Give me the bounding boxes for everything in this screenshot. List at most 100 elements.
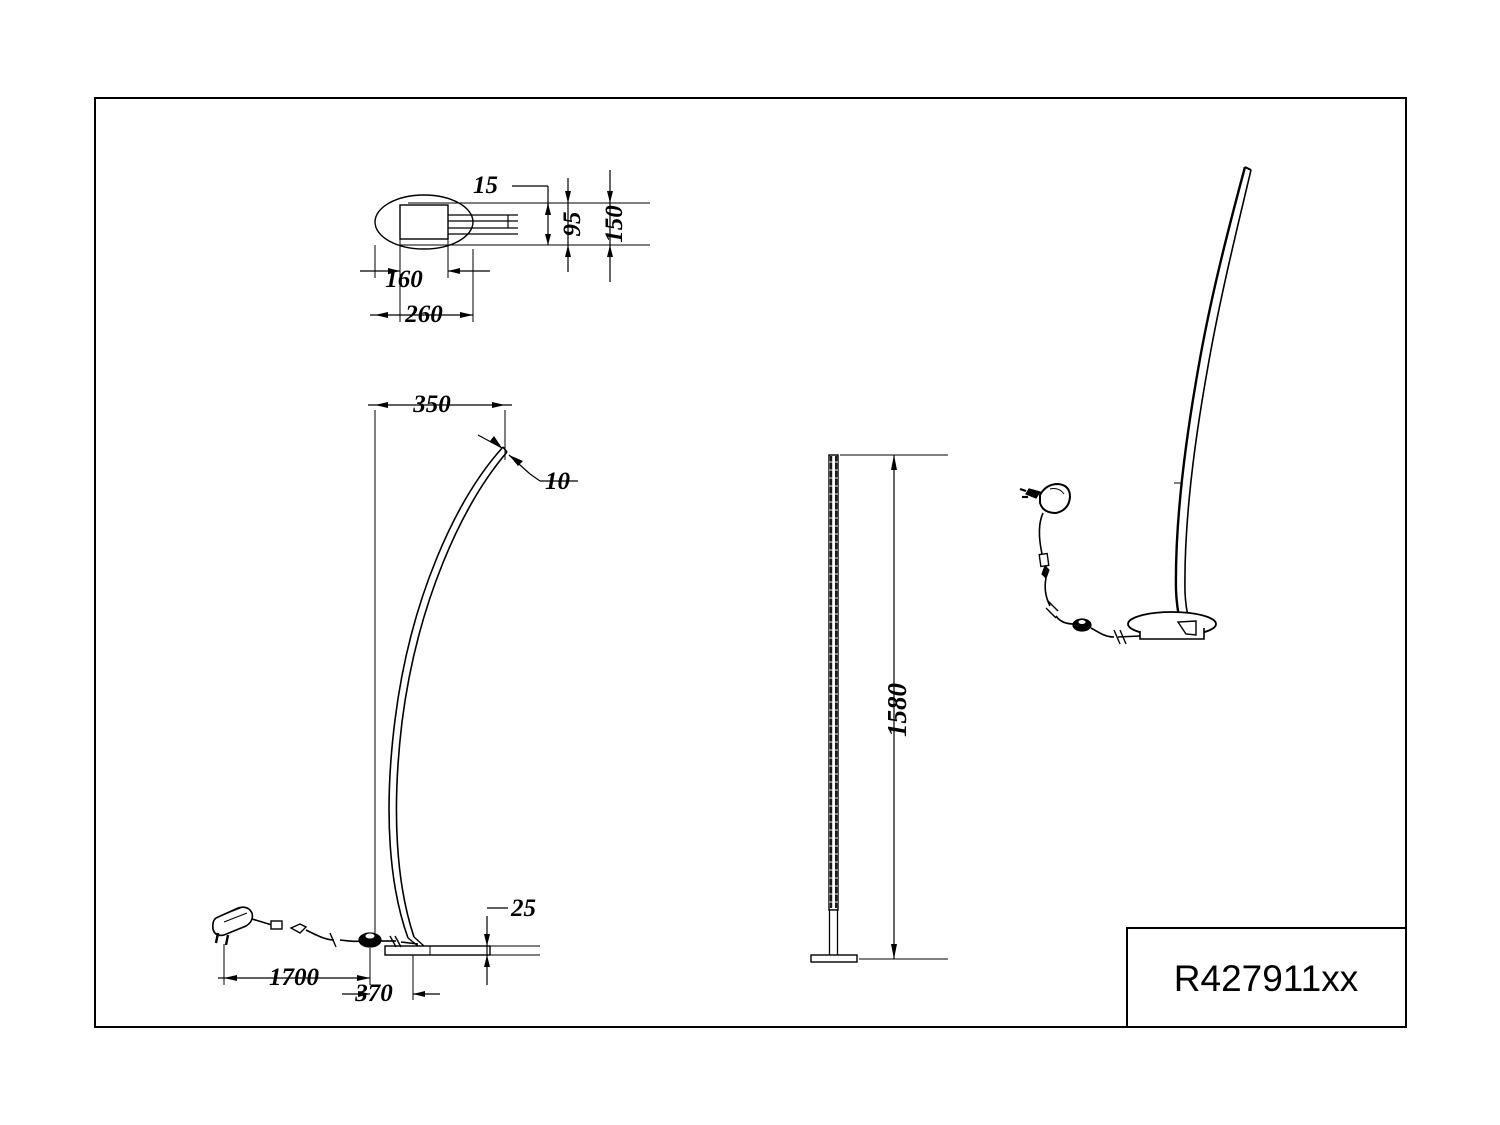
perspective-dimmer-switch <box>1072 618 1092 632</box>
led-texture-hatch <box>829 461 838 903</box>
dim-260-arrow-left <box>375 312 388 318</box>
dim-1700-arrow-left <box>224 975 237 981</box>
perspective-adapter-body <box>1039 482 1072 515</box>
dim-1700-arrow-right <box>357 975 370 981</box>
cord-segment-4 <box>400 941 419 945</box>
side-base-plate <box>810 954 858 963</box>
dim-1580-arrow-bottom <box>891 944 897 959</box>
frame-border <box>94 97 1407 1028</box>
stem-lower-section <box>828 909 839 960</box>
led-strip-texture <box>829 456 838 908</box>
perspective-cord-break-3 <box>1047 600 1059 612</box>
dim-370-label: 370 <box>354 980 393 1007</box>
dim-10-leader-diagonal <box>529 473 541 482</box>
stem-foot-right <box>413 936 425 947</box>
cord-connector-female <box>289 923 308 934</box>
dim-260-label: 260 <box>404 301 443 328</box>
cord-break-mark-2 <box>389 935 397 948</box>
dim-25-arrow-top <box>484 934 490 946</box>
dim-150-arrow-top <box>607 191 613 203</box>
dimmer-button <box>364 932 376 940</box>
led-texture-band-left <box>830 456 833 908</box>
wall-adapter-highlight-2 <box>223 912 248 923</box>
dim-160-label: 160 <box>385 266 423 293</box>
cord-break-mark-3 <box>394 935 402 948</box>
dimension-95: 95 <box>559 178 586 272</box>
dim-10-arrow-upper <box>490 436 502 448</box>
dim-350-arrow-right <box>492 402 505 408</box>
perspective-cord-seg-4 <box>1044 577 1051 607</box>
part-number-label: R427911xx <box>1174 958 1359 999</box>
base-inner-rect <box>399 204 449 240</box>
dim-15-arrow-top <box>545 203 551 215</box>
perspective-arc-tip <box>1244 166 1252 171</box>
perspective-cord-seg-5 <box>1038 512 1044 555</box>
perspective-stem-root <box>1176 620 1197 636</box>
dimension-150: 150 <box>601 170 628 282</box>
dimension-1700: 1700 <box>218 964 370 991</box>
dimension-370: 370 <box>342 980 440 1007</box>
dim-160-arrow-left <box>388 268 400 274</box>
perspective-adapter-highlight <box>1049 488 1065 495</box>
adapter-pin-left <box>214 932 220 944</box>
base-detail-top-view: 160 260 15 <box>360 170 650 328</box>
dimension-350: 350 <box>368 391 512 418</box>
title-block <box>1126 927 1407 1028</box>
perspective-adapter-pins <box>1025 488 1041 499</box>
dim-25-label: 25 <box>510 895 536 922</box>
led-texture-band-right <box>835 456 838 908</box>
base-plate <box>384 945 491 956</box>
dim-10-arrow-line-upper <box>477 434 503 449</box>
dim-95-label: 95 <box>559 212 586 237</box>
dimension-1580: 1580 <box>882 455 912 959</box>
drawing-frame <box>94 97 1407 1028</box>
dim-370-arrow-right <box>413 991 425 997</box>
dimension-25: 25 <box>484 895 540 985</box>
perspective-cord-seg-3 <box>1055 615 1075 625</box>
dim-95-arrow-bottom <box>565 245 571 257</box>
perspective-cord-seg-2 <box>1090 627 1115 638</box>
side-elevation-view: 1580 <box>810 454 948 963</box>
dimension-10: 10 <box>477 434 578 495</box>
dim-150-label: 150 <box>601 205 628 243</box>
adapter-cord-short <box>251 918 273 926</box>
dim-1580-arrow-top <box>891 455 897 470</box>
dim-370-arrow-left <box>358 991 370 997</box>
dim-95-arrow-top <box>565 191 571 203</box>
front-elevation-view: 350 10 <box>212 391 578 1007</box>
dim-10-label: 10 <box>545 468 571 495</box>
power-adapter-assembly <box>212 906 419 948</box>
dim-15-arrow-bottom <box>545 234 551 245</box>
dim-10-arrow-lower <box>509 455 523 466</box>
dimension-160: 160 <box>360 266 490 293</box>
stem-foot-left <box>407 937 419 947</box>
title-block-box <box>1126 927 1407 1028</box>
perspective-cord-break-2 <box>1119 629 1127 645</box>
dim-1700-label: 1700 <box>269 964 320 991</box>
adapter-pin-right <box>224 934 230 946</box>
perspective-cord-seg-1 <box>1117 635 1141 638</box>
dim-350-arrow-left <box>375 402 388 408</box>
perspective-arc-outer <box>1174 166 1247 635</box>
cord-break-mark-1 <box>329 932 337 948</box>
perspective-cord-break-4 <box>1045 607 1057 619</box>
dim-160-arrow-right <box>448 268 460 274</box>
perspective-connector-male <box>1041 564 1050 580</box>
dim-1580-label: 1580 <box>882 683 912 738</box>
dim-25-arrow-bottom <box>484 955 490 967</box>
cord-segment-1 <box>305 929 335 941</box>
base-ellipse-outline <box>374 194 474 250</box>
dim-150-arrow-bottom <box>607 245 613 257</box>
dimension-260: 260 <box>370 301 473 328</box>
arc-stem-inner-edge <box>395 451 508 938</box>
dim-15-label: 15 <box>473 172 498 199</box>
perspective-arc-inner <box>1184 169 1252 636</box>
perspective-cord-break-1 <box>1113 629 1121 645</box>
dimension-15: 15 <box>473 172 551 245</box>
dim-350-label: 350 <box>412 391 451 418</box>
perspective-dimmer-button <box>1077 619 1087 625</box>
perspective-view <box>1019 166 1252 645</box>
perspective-connector-female <box>1038 552 1050 568</box>
arc-stem-outer-edge <box>388 446 504 939</box>
